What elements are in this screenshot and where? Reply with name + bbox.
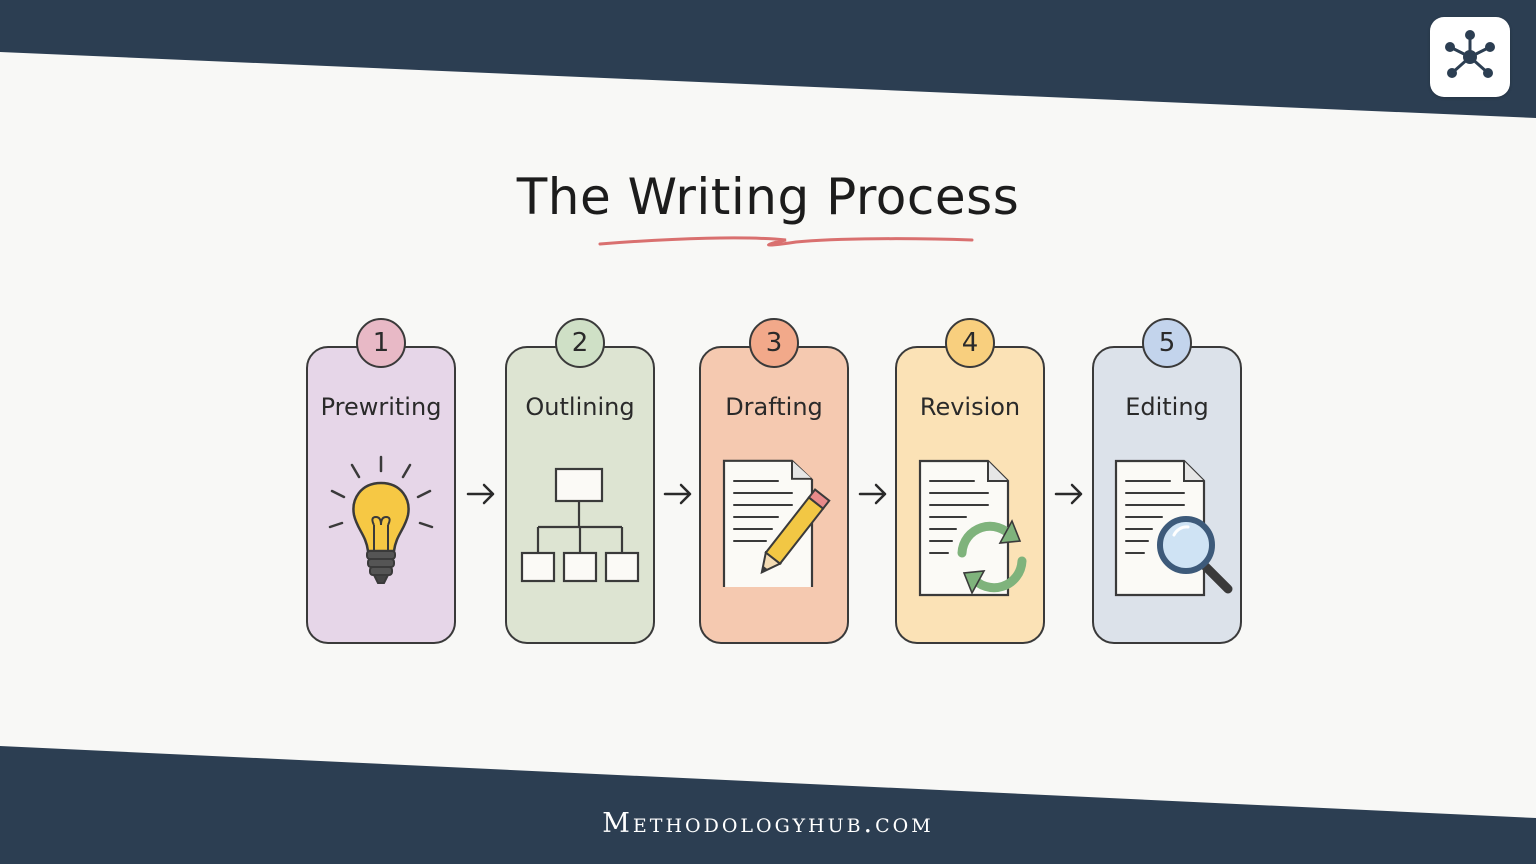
footer-url[interactable]: Methodologyhub.com <box>602 808 934 839</box>
step-label: Editing <box>1125 393 1209 421</box>
arrow-right-icon <box>858 483 887 505</box>
hierarchy-chart-icon <box>520 467 640 583</box>
step-number-badge: 2 <box>555 318 605 368</box>
step-label: Outlining <box>525 393 635 421</box>
step-number-badge: 4 <box>945 318 995 368</box>
title-underline <box>598 236 974 247</box>
document-pencil-icon <box>722 459 831 587</box>
step-label: Drafting <box>725 393 823 421</box>
step-number-badge: 1 <box>356 318 406 368</box>
step-label: Revision <box>919 393 1021 421</box>
document-refresh-icon <box>918 459 1027 597</box>
arrow-right-icon <box>466 483 495 505</box>
logo-badge[interactable] <box>1430 17 1510 97</box>
network-nodes-icon <box>1445 30 1495 78</box>
arrow-right-icon <box>1054 483 1083 505</box>
step-number-badge: 5 <box>1142 318 1192 368</box>
page-title: The Writing Process <box>516 168 1020 226</box>
arrow-right-icon <box>663 483 692 505</box>
step-label: Prewriting <box>320 393 442 421</box>
lightbulb-icon <box>328 455 434 584</box>
step-number-badge: 3 <box>749 318 799 368</box>
document-magnifier-icon <box>1114 459 1233 597</box>
